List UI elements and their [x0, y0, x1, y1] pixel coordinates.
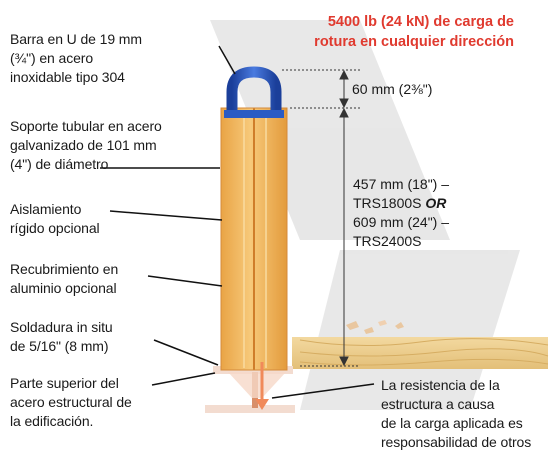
leader-lines: [100, 45, 375, 399]
dimension-body-or: OR: [425, 195, 447, 211]
roof-deck: [292, 320, 549, 369]
label-insulation: Aislamiento rígido opcional: [10, 201, 100, 236]
label-weld: Soldadura in situ de 5/16" (8 mm): [10, 319, 113, 354]
dimension-top: 60 mm (2⅜"): [352, 81, 433, 97]
label-support-tube: Soporte tubular en acero galvanizado de …: [10, 118, 162, 172]
dimension-body-line3: 609 mm (24") –: [353, 214, 450, 230]
base-plate: [205, 366, 295, 413]
load-arrow: [255, 362, 269, 410]
support-tube: [220, 107, 288, 371]
label-u-bar: Barra en U de 19 mm (¾") en acero inoxid…: [10, 31, 142, 85]
breaking-load-title: 5400 lb (24 kN) de carga de rotura en cu…: [314, 14, 514, 50]
label-top-steel: Parte superior del acero estructural de …: [10, 375, 132, 429]
dimension-body-line1: 457 mm (18") –: [353, 176, 450, 192]
dimension-body-line4: TRS2400S: [353, 233, 422, 249]
label-cladding: Recubrimiento en aluminio opcional: [10, 261, 119, 296]
label-structure-resistance: La resistencia de la estructura a causa …: [381, 377, 532, 450]
dimension-lines: [282, 69, 360, 367]
dimension-body-line2: TRS1800S OR: [353, 194, 449, 213]
dimension-body: 457 mm (18") – TRS1800S OR 609 mm (24") …: [353, 175, 449, 251]
u-bar: [224, 66, 284, 118]
dimension-body-model-1800: TRS1800S: [353, 195, 422, 211]
